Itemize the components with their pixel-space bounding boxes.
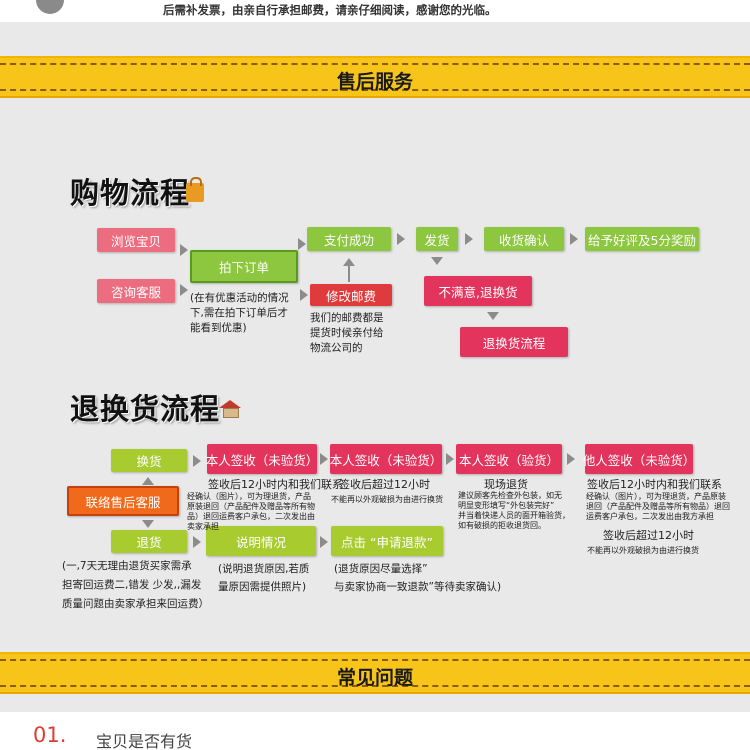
arrow-icon	[465, 233, 473, 245]
arrow-icon	[142, 477, 154, 485]
top-notice: 后需补发票，由亲自行承担邮费，请亲仔细阅读，感谢您的光临。	[163, 3, 497, 17]
self-unchecked-box: 本人签收（未验货）	[206, 444, 318, 474]
arrow-icon	[446, 453, 454, 465]
arrow-icon	[298, 238, 306, 250]
receive-box: 收货确认	[484, 227, 564, 251]
note3-main: 现场退货	[484, 478, 528, 491]
arrow-icon	[343, 258, 355, 266]
unsatisfied-box: 不满意,退换货	[424, 276, 532, 306]
apply-note: (退货原因尽量选择”与卖家协商一致退款”等待卖家确认)	[334, 563, 502, 593]
arrow-icon	[193, 455, 201, 467]
arrow-icon	[570, 233, 578, 245]
return-process-title: 退换货流程	[70, 392, 221, 426]
browse-box: 浏览宝贝	[97, 228, 175, 252]
top-strip: 后需补发票，由亲自行承担邮费，请亲仔细阅读，感谢您的光临。	[0, 0, 750, 22]
note2-small: 不能再以外观破损为由进行换货	[331, 495, 443, 504]
ship-box: 发货	[416, 227, 458, 251]
self-checked-box: 本人签收（验货）	[456, 444, 562, 474]
postage-note: 我们的邮费都是提货时候亲付给物流公司的	[310, 312, 384, 354]
faq-area	[0, 712, 750, 750]
arrow-icon	[193, 536, 201, 548]
faq-banner: 常见问题	[0, 652, 750, 694]
note4-main: 签收后12小时内和我们联系	[587, 478, 722, 491]
modify-postage-box: 修改邮费	[310, 284, 392, 306]
note1-small: 经确认（图片），可为理退货，产品原装退回（产品配件及赠品等所有物品）退回运费客户…	[187, 492, 315, 531]
arrow-icon	[431, 257, 443, 265]
arrow-icon	[142, 520, 154, 528]
order-box: 拍下订单	[190, 250, 298, 283]
note2-main: 签收后超过12小时	[339, 478, 430, 491]
return-flow-box: 退换货流程	[460, 327, 568, 357]
arrow-icon	[300, 289, 308, 301]
main-area	[0, 22, 750, 712]
arrow-icon	[567, 453, 575, 465]
circle-icon	[36, 0, 64, 14]
arrow-icon	[320, 453, 328, 465]
arrow-icon	[487, 312, 499, 320]
shopping-process-title: 购物流程	[70, 176, 191, 210]
review-box: 给予好评及5分奖励	[585, 227, 699, 251]
consult-box: 咨询客服	[97, 279, 175, 303]
note1-main: 签收后12小时内和我们联系	[208, 478, 343, 491]
note3-small: 建议顾客先检查外包装，如无明显变形填写“外包装完好”并当着快递人员的面开箱验货，…	[458, 491, 570, 530]
explain-box: 说明情况	[206, 526, 316, 556]
house-icon	[219, 400, 241, 418]
apply-refund-box: 点击 “申请退款”	[331, 526, 443, 556]
note4-main-2: 签收后超过12小时	[603, 529, 694, 542]
after-sales-banner: 售后服务	[0, 56, 750, 98]
refund-box: 退货	[111, 530, 187, 553]
shopping-bag-icon	[186, 177, 204, 202]
exchange-box: 换货	[111, 449, 187, 472]
faq-title: 常见问题	[336, 667, 413, 689]
arrow-icon	[320, 536, 328, 548]
pay-box: 支付成功	[307, 227, 391, 251]
arrow-icon	[397, 233, 405, 245]
other-unchecked-box: 他人签收（未验货）	[583, 444, 695, 474]
faq-number: 01.	[33, 723, 67, 747]
contact-service-box: 联络售后客服	[67, 486, 179, 516]
arrow-icon	[180, 244, 188, 256]
refund-note: (一,7天无理由退货买家需承担寄回运费二,错发 少发,,漏发质量问题由卖家承担来…	[62, 560, 209, 610]
after-sales-title: 售后服务	[336, 71, 413, 93]
arrow-icon	[180, 284, 188, 296]
order-note: (在有优惠活动的情况下,需在拍下订单后才能看到优惠)	[190, 292, 289, 334]
note4-small: 经确认（图片），可为理退货，产品原装退回（产品配件及赠品等所有物品）退回运费客户…	[586, 492, 730, 521]
faq-question[interactable]: 宝贝是否有货	[96, 732, 193, 750]
explain-note: (说明退货原因,若质量原因需提供照片)	[218, 563, 310, 593]
note4-small-2: 不能再以外观破损为由进行换货	[587, 546, 699, 555]
self-unchecked-box-2: 本人签收（未验货）	[330, 444, 442, 474]
